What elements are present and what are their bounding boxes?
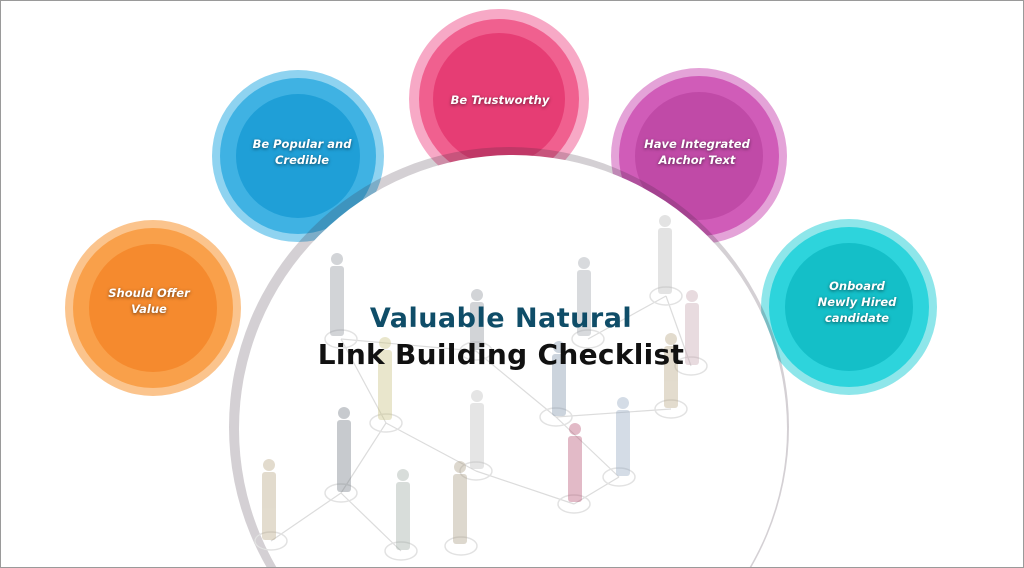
bubble-label-be-popular-and-credible: Be Popular and Credible xyxy=(227,136,377,168)
bubble-inner-disc xyxy=(89,244,217,372)
label-line: Should Offer xyxy=(108,286,190,300)
label-line: Be Popular and xyxy=(252,137,352,151)
label-line: Anchor Text xyxy=(658,153,736,167)
title-line-2: Link Building Checklist xyxy=(317,338,685,371)
label-line: Credible xyxy=(274,153,330,167)
label-line: Newly Hired xyxy=(817,295,897,309)
label-line: Value xyxy=(131,302,167,316)
title-line-1: Valuable Natural xyxy=(369,303,633,334)
bubble-label-onboard-newly-hired-candidate: Onboard Newly Hired candidate xyxy=(782,278,932,326)
bubble-label-have-integrated-anchor-text: Have Integrated Anchor Text xyxy=(622,136,772,168)
bubble-inner-disc xyxy=(433,33,565,165)
bubble-inner-disc xyxy=(785,243,913,371)
bubble-label-should-offer-value: Should Offer Value xyxy=(74,285,224,317)
label-line: candidate xyxy=(824,311,890,325)
infographic-title: Valuable Natural Link Building Checklist xyxy=(311,301,691,373)
label-line: Onboard xyxy=(829,279,885,293)
label-line: Have Integrated xyxy=(644,137,750,151)
label-line: Be Trustworthy xyxy=(450,93,550,107)
bubble-label-be-trustworthy: Be Trustworthy xyxy=(425,92,575,108)
bubble-inner-disc xyxy=(236,94,360,218)
